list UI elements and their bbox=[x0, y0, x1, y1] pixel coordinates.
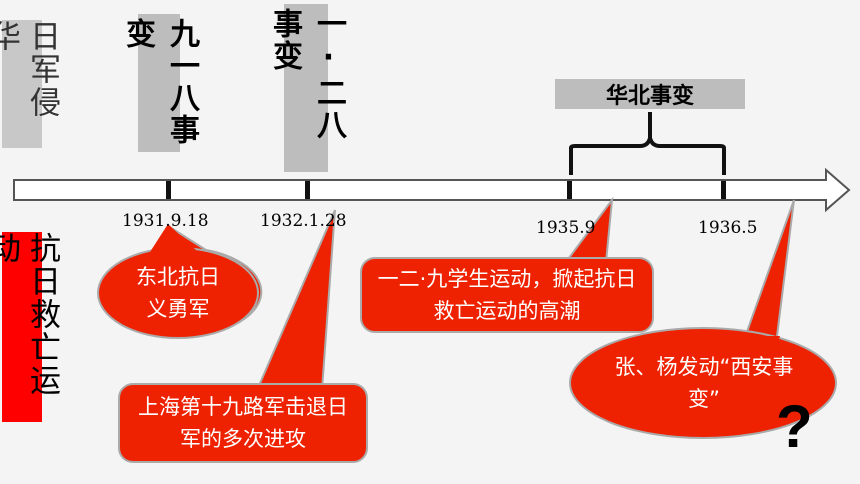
event-label-128: 一·二八事变 bbox=[267, 4, 346, 172]
curly-brace bbox=[569, 112, 726, 175]
callout-3-text: 一二·九学生运动，掀起抗日救亡运动的高潮 bbox=[377, 267, 637, 323]
tick-1936 bbox=[721, 181, 726, 199]
date-1931: 1931.9.18 bbox=[122, 211, 209, 231]
event-label-918: 九一八事变 bbox=[120, 14, 199, 152]
callout-1-pointer bbox=[150, 224, 196, 252]
date-1935: 1935.9 bbox=[536, 218, 596, 238]
timeline-arrow bbox=[13, 167, 851, 213]
callout-4-ellipse bbox=[569, 327, 837, 439]
question-mark: ? bbox=[776, 393, 813, 460]
side-label-japan-invasion: 日军侵华 bbox=[0, 20, 60, 148]
event-label-north-china: 华北事变 bbox=[555, 79, 745, 109]
date-1932: 1932.1.28 bbox=[260, 211, 347, 231]
callout-3-box bbox=[360, 257, 654, 333]
date-1936: 1936.5 bbox=[698, 218, 758, 238]
callout-2-box bbox=[118, 383, 368, 463]
callout-4-text: 张、杨发动“西安事变” bbox=[614, 355, 794, 411]
tick-1931 bbox=[166, 181, 171, 199]
tick-1932 bbox=[305, 181, 310, 199]
callout-2-pointer bbox=[256, 209, 336, 392]
callout-2-text: 上海第十九路军击退日军的多次进攻 bbox=[138, 395, 348, 451]
callout-1-text: 东北抗日义勇军 bbox=[136, 265, 220, 321]
side-label-resistance-movement: 抗日救亡运动 bbox=[0, 232, 60, 422]
tick-1935 bbox=[567, 181, 572, 199]
